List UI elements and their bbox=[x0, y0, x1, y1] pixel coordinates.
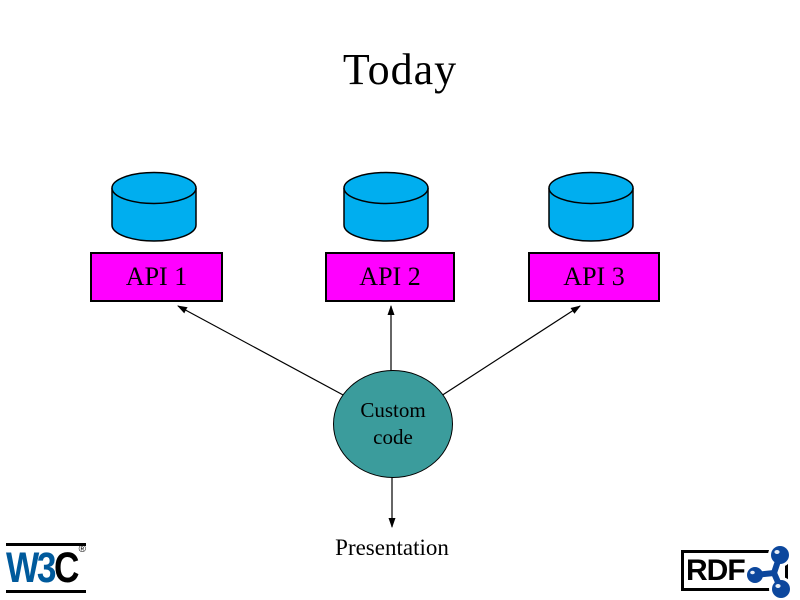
database-cylinder-icon bbox=[111, 171, 197, 242]
rdf-logo: RDF bbox=[681, 543, 793, 600]
database-cylinder-icon bbox=[343, 171, 429, 242]
custom-code-line1: Custom bbox=[360, 398, 426, 422]
molecule-graph-icon bbox=[744, 543, 793, 600]
arrow-custom-to-api3 bbox=[440, 305, 581, 397]
api-box-1: API 1 bbox=[90, 252, 223, 302]
custom-code-line2: code bbox=[373, 425, 413, 449]
api-box-3: API 3 bbox=[528, 252, 660, 302]
custom-code-node: Custom code bbox=[333, 370, 453, 478]
api-box-2: API 2 bbox=[325, 252, 455, 302]
api-1-label: API 1 bbox=[125, 262, 188, 291]
w3c-logo-w3: W3 bbox=[6, 544, 56, 592]
w3c-logo-text: W3C bbox=[6, 544, 79, 592]
database-cylinder-icon bbox=[548, 171, 634, 242]
api-2-label: API 2 bbox=[359, 262, 421, 291]
rdf-logo-text: RDF bbox=[686, 553, 746, 587]
registered-trademark-icon: ® bbox=[78, 544, 86, 555]
page-title: Today bbox=[342, 45, 458, 94]
presentation-label: Presentation bbox=[335, 535, 449, 560]
w3c-logo: W3C ® bbox=[6, 543, 86, 593]
api-3-label: API 3 bbox=[563, 262, 625, 291]
w3c-logo-c: C bbox=[53, 544, 79, 592]
arrow-custom-to-api1 bbox=[177, 305, 346, 397]
